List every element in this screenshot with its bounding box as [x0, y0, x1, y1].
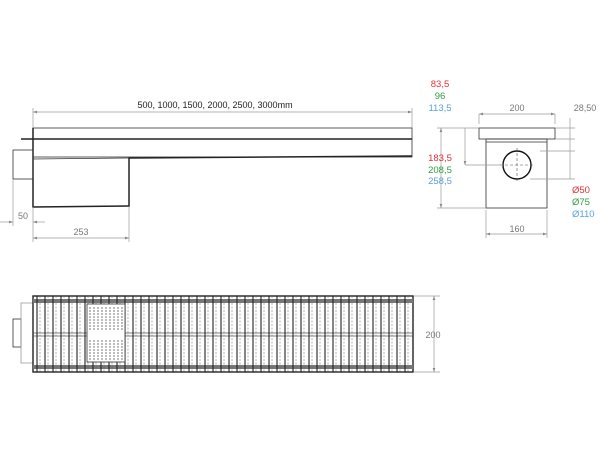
sump-body — [485, 138, 548, 209]
length-label: 500, 1000, 1500, 2000, 2500, 3000mm — [137, 100, 292, 110]
height-top-red: 83,5 — [431, 79, 450, 90]
height-total-green: 208,5 — [428, 165, 452, 176]
height-total-blue: 258,5 — [428, 176, 452, 187]
flange-label: 28,50 — [574, 103, 597, 113]
height-top-blue: 113,5 — [428, 103, 451, 114]
top-width-label: 200 — [425, 330, 440, 340]
grate-rail-bottom — [33, 365, 413, 369]
flange — [478, 127, 556, 140]
side-view: 500, 1000, 1500, 2000, 2500, 3000mm 50 2… — [0, 100, 413, 242]
outlet-offset-label: 50 — [18, 211, 28, 221]
width-top-label: 200 — [509, 103, 524, 113]
channel-profile — [32, 128, 413, 208]
diameter-blue: Ø110 — [572, 209, 595, 220]
height-top-green: 96 — [435, 91, 446, 102]
height-total-red: 183,5 — [428, 153, 452, 164]
outlet-spigot — [12, 149, 34, 180]
channel-body — [32, 127, 413, 158]
top-view: 200 — [12, 295, 441, 373]
outlet-spigot-top — [12, 318, 22, 348]
grate-rail-top — [33, 299, 413, 303]
grate — [32, 295, 414, 373]
diameter-green: Ø75 — [572, 197, 590, 208]
end-view: 200 28,50 83,5 96 113,5 183,5 208,5 258,… — [428, 79, 596, 238]
sump-length-label: 253 — [73, 227, 88, 237]
grate-frame — [32, 295, 414, 373]
diameter-red: Ø50 — [572, 185, 590, 196]
width-bottom-label: 160 — [509, 224, 524, 234]
